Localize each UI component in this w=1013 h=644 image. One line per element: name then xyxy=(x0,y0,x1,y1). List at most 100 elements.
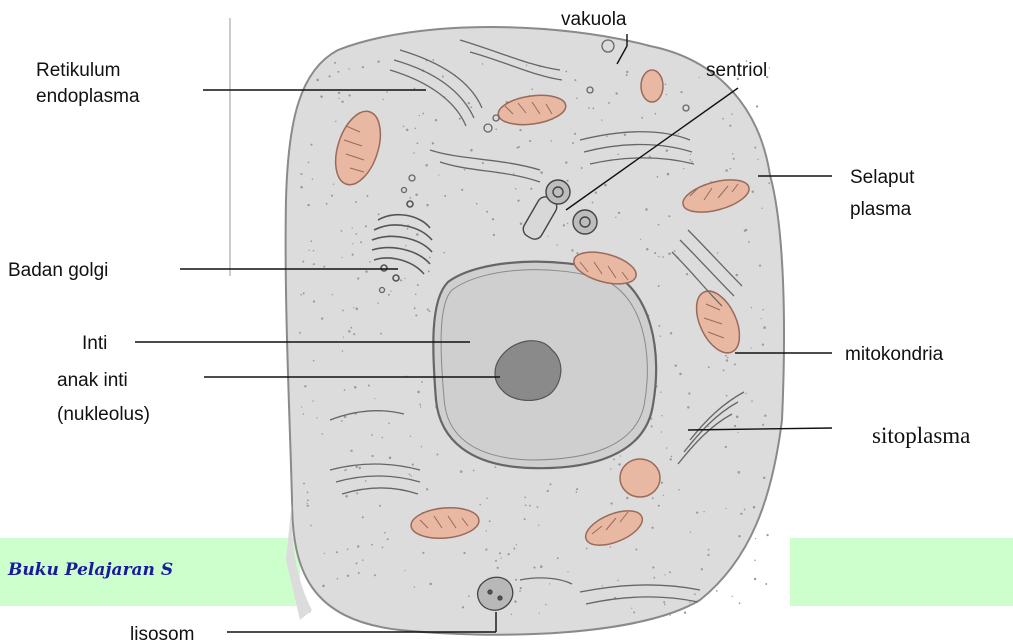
stipple-dot xyxy=(738,535,740,537)
stipple-dot xyxy=(411,475,412,476)
stipple-dot xyxy=(307,499,309,501)
stipple-dot xyxy=(344,389,346,391)
stipple-dot xyxy=(482,162,484,164)
stipple-dot xyxy=(652,497,654,499)
stipple-dot xyxy=(328,75,330,77)
stipple-dot xyxy=(615,217,616,218)
stipple-dot xyxy=(525,504,527,506)
stipple-dot xyxy=(610,468,611,469)
stipple-dot xyxy=(417,284,419,286)
label-inti: Inti xyxy=(82,333,107,354)
stipple-dot xyxy=(299,332,301,334)
stipple-dot xyxy=(563,224,565,226)
stipple-dot xyxy=(495,466,497,468)
stipple-dot xyxy=(371,434,373,436)
stipple-dot xyxy=(626,74,628,76)
stipple-dot xyxy=(518,146,520,148)
stipple-dot xyxy=(661,431,662,432)
stipple-dot xyxy=(353,333,355,335)
stipple-dot xyxy=(414,127,416,129)
stipple-dot xyxy=(486,530,487,531)
stipple-dot xyxy=(316,79,319,82)
stipple-dot xyxy=(686,273,688,275)
stipple-dot xyxy=(429,257,431,259)
stipple-dot xyxy=(312,178,314,180)
stipple-dot xyxy=(646,248,649,251)
label-anak-inti-line1: anak inti xyxy=(57,370,128,391)
stipple-dot xyxy=(300,186,303,189)
label-badan-golgi: Badan golgi xyxy=(8,260,108,281)
stipple-dot xyxy=(313,300,315,302)
stipple-dot xyxy=(762,309,764,311)
stipple-dot xyxy=(678,489,680,491)
stipple-dot xyxy=(751,400,753,402)
stipple-dot xyxy=(326,203,328,205)
stipple-dot xyxy=(463,552,465,554)
stipple-dot xyxy=(768,182,770,184)
stipple-dot xyxy=(657,176,659,178)
stipple-dot xyxy=(377,61,379,63)
stipple-dot xyxy=(688,392,690,394)
stipple-dot xyxy=(576,491,578,493)
label-selaput-line2: plasma xyxy=(850,199,912,220)
stipple-dot xyxy=(341,257,342,258)
stipple-dot xyxy=(515,188,517,190)
stipple-dot xyxy=(666,447,667,448)
stipple-dot xyxy=(663,601,665,603)
stipple-dot xyxy=(769,67,770,68)
stipple-dot xyxy=(415,293,417,295)
stipple-dot xyxy=(417,391,420,394)
stipple-dot xyxy=(567,180,569,182)
stipple-dot xyxy=(345,469,347,471)
stipple-dot xyxy=(416,142,418,144)
stipple-dot xyxy=(545,604,547,606)
stipple-dot xyxy=(355,201,357,203)
stipple-dot xyxy=(415,193,418,196)
stipple-dot xyxy=(337,578,339,580)
stipple-dot xyxy=(567,571,568,572)
stipple-dot xyxy=(696,511,698,513)
stipple-dot xyxy=(651,425,653,427)
stipple-dot xyxy=(755,538,756,539)
stipple-dot xyxy=(736,274,739,277)
stipple-dot xyxy=(640,239,641,240)
stipple-dot xyxy=(617,580,618,581)
stipple-dot xyxy=(310,144,312,146)
stipple-dot xyxy=(684,612,686,614)
stipple-dot xyxy=(432,59,434,61)
stipple-dot xyxy=(407,228,409,230)
stipple-dot xyxy=(384,532,386,534)
stipple-dot xyxy=(404,570,405,571)
stipple-dot xyxy=(745,393,746,394)
stipple-dot xyxy=(658,256,660,258)
stipple-dot xyxy=(620,455,621,456)
stipple-dot xyxy=(495,560,497,562)
stipple-dot xyxy=(357,277,359,279)
stipple-dot xyxy=(736,416,739,419)
stipple-dot xyxy=(574,133,576,135)
stipple-dot xyxy=(725,508,726,509)
stipple-dot xyxy=(493,234,495,236)
stipple-dot xyxy=(362,559,364,561)
stipple-dot xyxy=(725,169,728,172)
stipple-dot xyxy=(515,579,517,581)
label-sitoplasma: sitoplasma xyxy=(872,423,970,448)
stipple-dot xyxy=(664,574,665,575)
stipple-dot xyxy=(658,224,660,226)
stipple-dot xyxy=(764,415,766,417)
stipple-dot xyxy=(302,260,304,262)
stipple-dot xyxy=(645,208,648,211)
stipple-dot xyxy=(413,152,414,153)
stipple-dot xyxy=(464,169,466,171)
stipple-dot xyxy=(348,68,349,69)
stipple-dot xyxy=(520,222,523,225)
stipple-dot xyxy=(377,302,379,304)
stipple-dot xyxy=(316,417,317,418)
stipple-dot xyxy=(356,308,359,311)
stipple-dot xyxy=(508,553,510,555)
stipple-dot xyxy=(428,270,430,272)
stipple-dot xyxy=(374,574,376,576)
stipple-dot xyxy=(572,142,574,144)
stipple-dot xyxy=(710,181,711,182)
